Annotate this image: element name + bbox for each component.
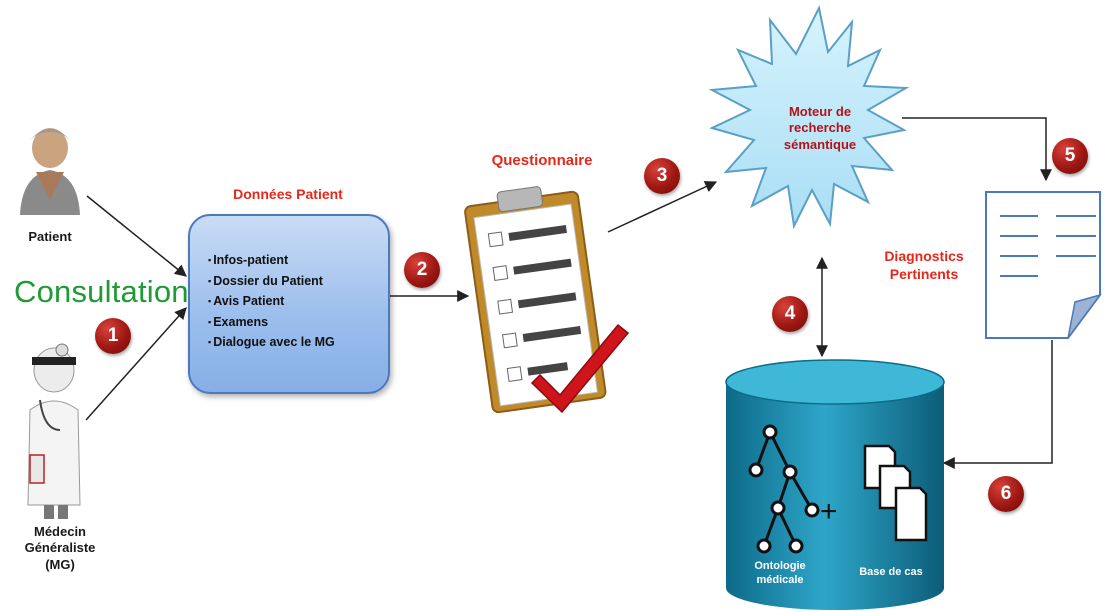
list-item: Dossier du Patient: [208, 271, 388, 292]
diagnostics-label: Diagnostics Pertinents: [884, 248, 964, 282]
step-badge-1: 1: [95, 318, 131, 354]
step-badge-4: 4: [772, 296, 808, 332]
doctor-icon: [27, 343, 81, 519]
patient-icon: [20, 128, 80, 215]
document-icon: [985, 191, 1102, 339]
list-item: Infos-patient: [208, 250, 388, 271]
questionnaire-clipboard-icon: [464, 186, 630, 414]
list-item: Avis Patient: [208, 291, 388, 312]
step-badge-2: 2: [404, 252, 440, 288]
medecin-label: Médecin Généraliste (MG): [24, 524, 96, 572]
questionnaire-label: Questionnaire: [491, 152, 593, 169]
database-cylinder: [725, 359, 945, 610]
ontology-tree-icon: [748, 424, 820, 554]
list-item: Examens: [208, 312, 388, 333]
donnees-patient-title: Données Patient: [233, 186, 343, 202]
step-badge-3: 3: [644, 158, 680, 194]
step-badge-6: 6: [988, 476, 1024, 512]
donnees-patient-box: Infos-patient Dossier du Patient Avis Pa…: [188, 214, 390, 394]
patient-label: Patient: [28, 229, 72, 244]
list-item: Dialogue avec le MG: [208, 332, 388, 353]
case-base-pages-icon: [863, 444, 928, 542]
ontologie-label: Ontologie médicale: [754, 560, 806, 586]
plus-icon: +: [820, 495, 838, 528]
moteur-label: Moteur de recherche sémantique: [783, 104, 857, 152]
consultation-label: Consultation: [14, 274, 189, 309]
step-badge-5: 5: [1052, 138, 1088, 174]
base-de-cas-label: Base de cas: [859, 566, 923, 578]
donnees-patient-list: Infos-patient Dossier du Patient Avis Pa…: [190, 216, 388, 353]
search-engine-starburst: [708, 4, 910, 230]
